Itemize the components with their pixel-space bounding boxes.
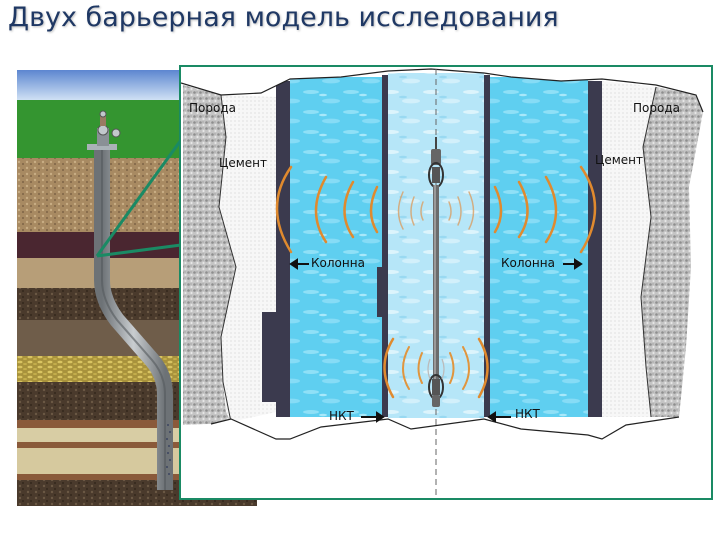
label-tubing-left: НКТ [329,409,354,423]
rock-formation-left [183,85,236,425]
tubing-wall-right [484,75,490,417]
cross-section-panel: Порода Порода Цемент Цемент Колонна Коло… [179,65,713,500]
annulus-left [290,77,387,417]
label-casing-left: Колонна [311,256,365,270]
cement-sheath-right [602,81,656,417]
tubing-wall-left [382,75,388,417]
annulus-right [490,77,588,417]
page-title: Двух барьерная модель исследования [8,2,559,33]
logging-tool [428,137,444,407]
label-casing-right: Колонна [501,256,555,270]
wellhead [87,110,121,150]
acoustic-waves-upper [275,165,597,254]
acoustic-waves-center [427,358,445,380]
label-arrows [289,258,583,423]
label-rock-right: Порода [633,101,680,115]
casing-right [588,81,602,417]
rock-formation-right [641,87,703,417]
acoustic-waves-inner-lower [402,346,470,390]
label-rock-left: Порода [189,101,236,115]
cement-sheath-left [219,95,276,422]
perforation-zone [166,424,171,475]
label-cement-right: Цемент [595,153,643,167]
acoustic-waves-inner-upper [397,191,475,230]
label-cement-left: Цемент [219,156,267,170]
label-tubing-right: НКТ [515,407,540,421]
casing-collar-left [262,312,276,402]
casing-left [276,81,290,417]
acoustic-waves-lower [383,337,489,399]
cross-section-svg [181,67,711,498]
